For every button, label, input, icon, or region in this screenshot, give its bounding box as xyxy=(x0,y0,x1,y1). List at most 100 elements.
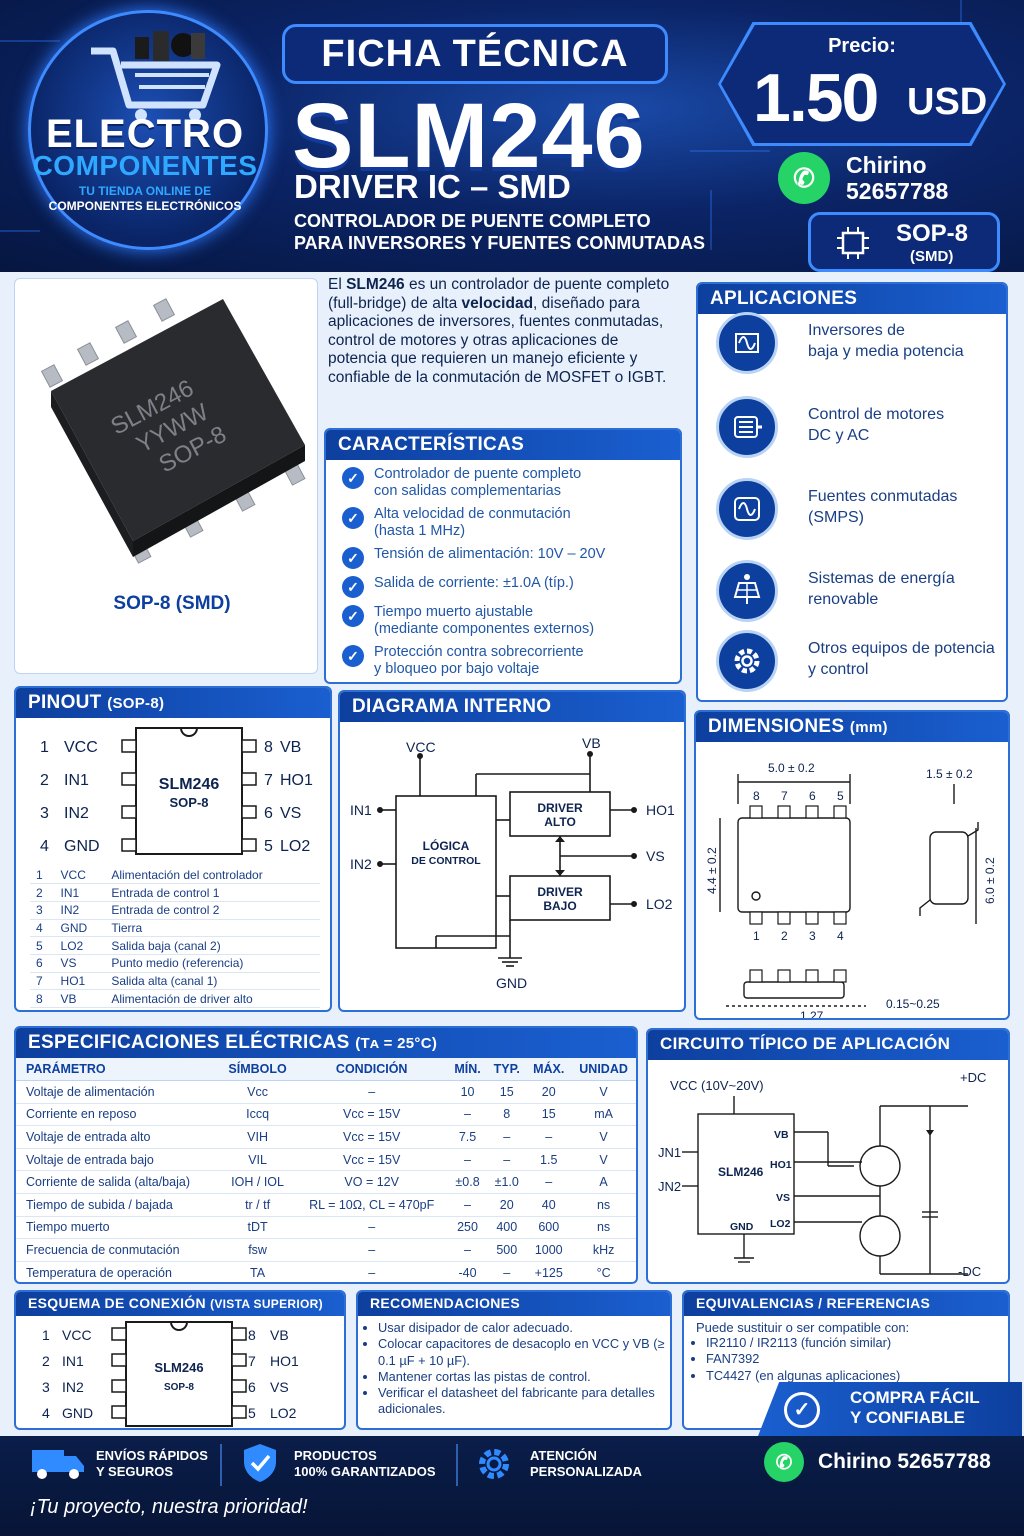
pin-cell-pin: VS xyxy=(54,954,106,973)
part-type: DRIVER IC – SMD xyxy=(294,168,571,205)
price-badge: Precio: 1.50 USD xyxy=(718,22,1006,146)
table-cell: Vcc = 15V xyxy=(295,1148,448,1172)
application-item: Fuentes conmutadas(SMPS) xyxy=(716,478,996,548)
int-lo-1: DRIVER xyxy=(537,885,583,899)
list-item: FAN7392 xyxy=(706,1351,1008,1367)
table-cell: – xyxy=(526,1125,572,1149)
int-ho1: HO1 xyxy=(646,802,675,818)
typ-chip: SLM246 xyxy=(718,1165,764,1179)
feature-text: Salida de corriente: ±1.0A (típ.) xyxy=(374,575,574,591)
table-cell: Voltaje de entrada alto xyxy=(16,1125,220,1149)
table-header: PARÁMETRO xyxy=(16,1058,220,1081)
pin-number: 8 xyxy=(753,789,760,803)
pin-pad xyxy=(241,772,257,786)
pin-name: GND xyxy=(64,838,100,855)
pin-cell-desc: Tierra xyxy=(105,919,320,938)
package-type: (SMD) xyxy=(910,248,954,265)
pin-number: 1 xyxy=(42,1327,50,1343)
table-cell: – xyxy=(447,1238,488,1262)
table-cell: – xyxy=(526,1170,572,1194)
typ-in2: JN2 xyxy=(658,1179,681,1194)
pin-name: GND xyxy=(62,1405,93,1421)
int-hi-1: DRIVER xyxy=(537,801,583,815)
table-cell: 400 xyxy=(487,1216,527,1240)
table-cell: -40 xyxy=(447,1261,488,1282)
pin-number: 5 xyxy=(248,1405,256,1421)
equivalents-list: IR2110 / IR2113 (función similar)FAN7392… xyxy=(690,1335,1008,1384)
table-cell: Corriente en reposo xyxy=(16,1103,220,1127)
table-cell: Voltaje de entrada bajo xyxy=(16,1148,220,1172)
pin-name: IN2 xyxy=(62,1379,84,1395)
table-cell: tDT xyxy=(219,1216,296,1240)
check-icon: ✓ xyxy=(342,547,364,569)
table-cell: 15 xyxy=(487,1080,527,1104)
typ-lo2: LO2 xyxy=(770,1218,791,1230)
table-cell: – xyxy=(447,1103,488,1127)
pin-pad xyxy=(121,772,137,786)
pin-number: 2 xyxy=(781,929,788,943)
table-cell: 1.5 xyxy=(526,1148,572,1172)
pin-name: LO2 xyxy=(280,838,310,855)
table-cell: – xyxy=(487,1261,527,1282)
pin-cell-desc: Entrada de control 1 xyxy=(105,883,320,902)
specs-panel: ESPECIFICACIONES ELÉCTRICAS (Tᴀ = 25°C) … xyxy=(14,1026,638,1284)
dim-lead: 0.15~0.25 xyxy=(886,997,940,1011)
table-cell: V xyxy=(571,1148,636,1172)
table-cell: fsw xyxy=(219,1238,296,1262)
dim-thick: 1.5 ± 0.2 xyxy=(926,767,973,781)
dim-height: 4.4 ± 0.2 xyxy=(705,847,719,894)
whatsapp-icon[interactable]: ✆ xyxy=(764,1442,804,1482)
typ-gnd: GND xyxy=(730,1221,754,1233)
table-cell: Frecuencia de conmutación xyxy=(16,1238,220,1262)
pin-name: VS xyxy=(270,1379,289,1395)
truck-icon xyxy=(28,1446,86,1482)
pin-name: IN1 xyxy=(62,1353,84,1369)
int-vcc: VCC xyxy=(406,739,436,755)
footer-divider xyxy=(456,1444,458,1486)
whatsapp-icon[interactable]: ✆ xyxy=(778,152,830,204)
pin-pad xyxy=(777,805,791,819)
pin-pad xyxy=(241,805,257,819)
table-cell: 7.5 xyxy=(447,1125,488,1149)
internal-title: DIAGRAMA INTERNO xyxy=(340,692,684,722)
pin-number: 4 xyxy=(837,929,844,943)
feature-item: ✓Tensión de alimentación: 10V – 20V xyxy=(342,546,680,569)
internal-diagram-panel: DIAGRAMA INTERNO xyxy=(338,690,686,1012)
product-caption: SOP-8 (SMD) xyxy=(113,593,231,614)
contact-header[interactable]: Chirino 52657788 xyxy=(846,152,949,204)
pin-number: 8 xyxy=(264,739,273,756)
recommendations-panel: RECOMENDACIONES Usar disipador de calor … xyxy=(356,1290,672,1430)
pin-cell-n: 3 xyxy=(30,901,55,920)
dim-total: 6.0 ± 0.2 xyxy=(983,857,997,904)
brand-logo xyxy=(28,10,268,250)
table-cell: mA xyxy=(571,1103,636,1127)
table-cell: Vcc = 15V xyxy=(295,1103,448,1127)
table-cell: +125 xyxy=(526,1261,572,1282)
chip-package: SOP-8 xyxy=(164,1382,194,1393)
table-header: MÍN. xyxy=(447,1058,488,1081)
table-header: MÁX. xyxy=(526,1058,572,1081)
footer-contact[interactable]: Chirino 52657788 xyxy=(818,1450,991,1473)
pin-number: 3 xyxy=(809,929,816,943)
table-cell: 500 xyxy=(487,1238,527,1262)
sine-wave-icon xyxy=(716,312,778,374)
pin-pad xyxy=(111,1353,127,1367)
pin-pad xyxy=(749,911,763,925)
table-cell: – xyxy=(447,1193,488,1217)
check-icon: ✓ xyxy=(342,467,364,489)
list-item: Colocar capacitores de desacoplo en VCC … xyxy=(378,1336,670,1369)
pin-pad xyxy=(111,1379,127,1393)
trust-badge: ✓ COMPRA FÁCIL Y CONFIABLE xyxy=(758,1382,1022,1436)
